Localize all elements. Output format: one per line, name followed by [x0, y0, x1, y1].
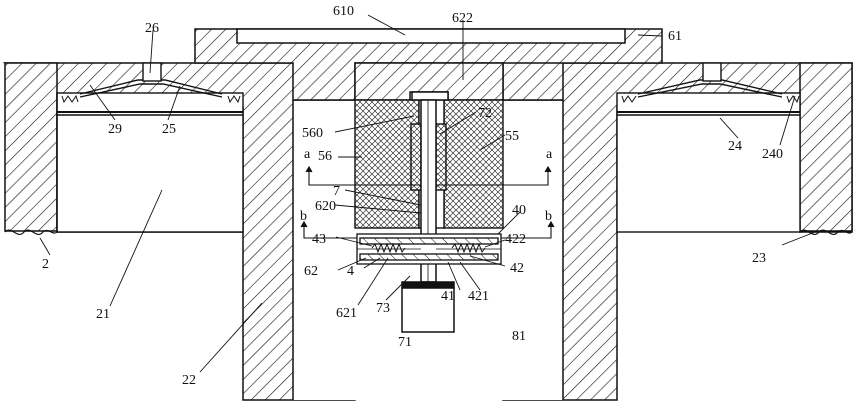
label-a-right: a [546, 147, 553, 162]
leader-lines [39, 14, 816, 373]
section-markers [300, 165, 555, 239]
label-421: 421 [468, 289, 489, 304]
bottom-break-lines [4, 229, 853, 235]
label-4: 4 [347, 264, 354, 279]
label-55: 55 [505, 129, 519, 144]
carrier-plate-bottom [359, 253, 499, 261]
label-62: 62 [304, 264, 318, 279]
spring-carrier-4 [356, 233, 502, 265]
label-41: 41 [441, 289, 455, 304]
left-vent-26 [142, 62, 162, 82]
left-break-line [4, 229, 58, 235]
right-chamber [616, 79, 801, 233]
label-43: 43 [312, 232, 326, 247]
label-240: 240 [762, 147, 783, 162]
label-29: 29 [108, 122, 122, 137]
label-a-left: a [304, 147, 311, 162]
dark-pad-73 [401, 281, 455, 289]
right-carrier-spring-422 [451, 242, 486, 254]
label-26: 26 [145, 21, 159, 36]
top-cap-61 [194, 28, 663, 101]
label-620: 620 [315, 199, 336, 214]
label-b-left: b [300, 209, 307, 224]
cap-recess-610 [236, 28, 626, 44]
label-73: 73 [376, 301, 390, 316]
label-21: 21 [96, 307, 110, 322]
section-b-right [501, 225, 552, 239]
section-a-left [308, 170, 421, 186]
section-a-right [436, 170, 549, 186]
label-23: 23 [752, 251, 766, 266]
label-81: 81 [512, 329, 526, 344]
right-vent [702, 62, 722, 82]
label-22: 22 [182, 373, 196, 388]
vent-channels [142, 62, 722, 82]
left-carrier-spring-43 [371, 242, 406, 254]
labels: 610 622 61 26 29 25 72 560 55 56 a a 7 6… [42, 4, 783, 388]
label-25: 25 [162, 122, 176, 137]
label-560: 560 [302, 126, 323, 141]
left-chamber-21 [56, 79, 244, 233]
left-spring-a [61, 94, 79, 104]
sleeve-72 [410, 123, 422, 191]
right-spring-240 [786, 95, 800, 104]
right-break-line [799, 229, 853, 235]
right-spring-a [621, 95, 637, 104]
sensor-block-71 [401, 287, 455, 333]
springs [61, 94, 800, 104]
label-72: 72 [478, 106, 492, 121]
label-56: 56 [318, 149, 332, 164]
right-outer-block [799, 62, 853, 232]
label-71: 71 [398, 335, 412, 350]
label-24: 24 [728, 139, 742, 154]
carrier-plate-40 [359, 237, 499, 245]
top-cap-body [194, 28, 663, 101]
label-422: 422 [505, 232, 526, 247]
label-b-right: b [545, 209, 552, 224]
label-2: 2 [42, 257, 49, 272]
left-outer-block [4, 62, 58, 232]
right-inner-block-55 [443, 99, 504, 229]
label-7: 7 [333, 184, 340, 199]
left-inner-block-56 [354, 99, 420, 229]
shaft-head [411, 91, 449, 101]
label-40: 40 [512, 203, 526, 218]
label-622: 622 [452, 11, 473, 26]
label-621: 621 [336, 306, 357, 321]
label-61: 61 [668, 29, 682, 44]
base-components [401, 281, 455, 333]
label-610: 610 [333, 4, 354, 19]
label-42: 42 [510, 261, 524, 276]
left-spring-b [227, 95, 241, 104]
